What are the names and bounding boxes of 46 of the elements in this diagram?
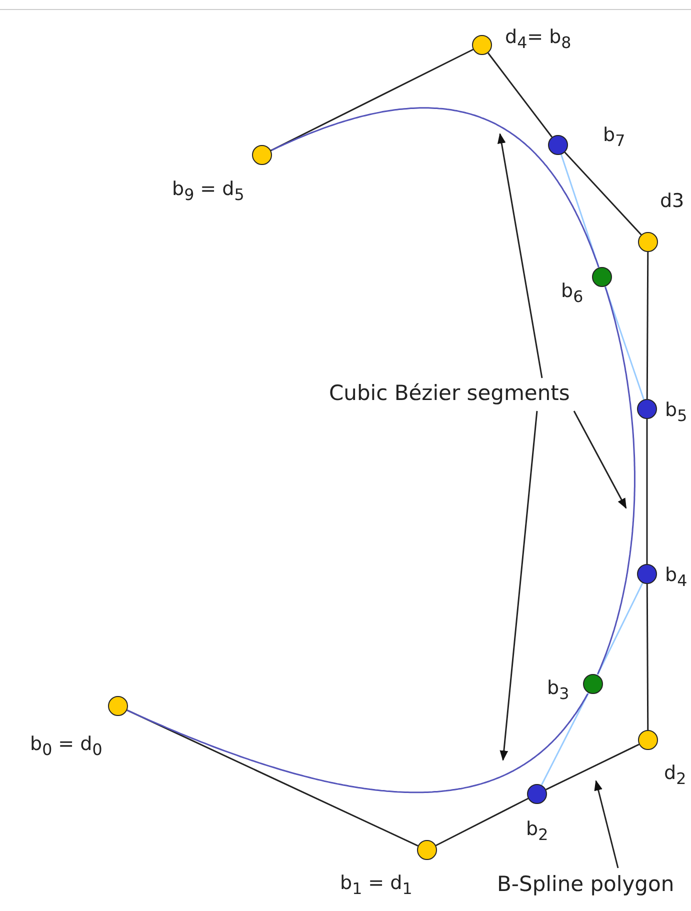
point-label: b$_{3}$ bbox=[547, 677, 570, 703]
leader-arrow bbox=[497, 132, 543, 378]
tangent-line bbox=[604, 286, 644, 400]
polygon-line bbox=[646, 419, 648, 564]
control-point bbox=[637, 564, 657, 584]
control-point bbox=[548, 135, 568, 155]
polygon-line bbox=[488, 52, 552, 138]
control-point bbox=[638, 730, 658, 750]
control-point bbox=[108, 696, 128, 716]
polygon-line bbox=[546, 744, 640, 790]
polygon-line bbox=[646, 584, 649, 730]
polygon-line bbox=[270, 48, 474, 152]
control-point bbox=[592, 267, 612, 287]
control-point bbox=[527, 784, 547, 804]
callout-text: Cubic Bézier segments bbox=[329, 381, 570, 406]
point-label: b$_{0}$ = d$_{0}$ bbox=[30, 733, 102, 759]
leader-arrow bbox=[594, 780, 619, 868]
bezier-curve bbox=[597, 286, 636, 674]
leader-arrow bbox=[573, 410, 627, 509]
control-point bbox=[472, 35, 492, 55]
point-label: b$_{2}$ bbox=[526, 818, 548, 844]
control-point bbox=[417, 840, 437, 860]
point-label: b$_{9}$ = d$_{5}$ bbox=[172, 178, 244, 204]
point-label: b$_{5}$ bbox=[665, 399, 688, 425]
point-label: b$_{6}$ bbox=[561, 280, 584, 306]
control-point bbox=[637, 399, 657, 419]
point-label: b$_{1}$ = d$_{1}$ bbox=[340, 872, 412, 898]
tangent-line bbox=[540, 692, 590, 786]
control-point bbox=[638, 232, 658, 252]
polygon-line bbox=[564, 152, 642, 236]
point-label: d3 bbox=[660, 190, 684, 213]
point-label: b$_{4}$ bbox=[665, 564, 688, 590]
polygon-line bbox=[126, 710, 418, 846]
control-point bbox=[252, 145, 272, 165]
tangent-line bbox=[596, 582, 644, 676]
leader-arrow bbox=[500, 410, 538, 762]
point-label: d$_{2}$ bbox=[664, 762, 686, 788]
polygon-line bbox=[436, 798, 528, 846]
bezier-curve bbox=[271, 107, 600, 268]
callout-text: B-Spline polygon bbox=[497, 872, 674, 898]
polygon-line bbox=[646, 252, 649, 399]
bezier-curve bbox=[126, 693, 588, 794]
point-label: b$_{7}$ bbox=[603, 124, 626, 150]
control-point bbox=[583, 674, 603, 694]
point-label: d$_{4}$= b$_{8}$ bbox=[505, 26, 572, 52]
tangent-line bbox=[560, 154, 600, 268]
